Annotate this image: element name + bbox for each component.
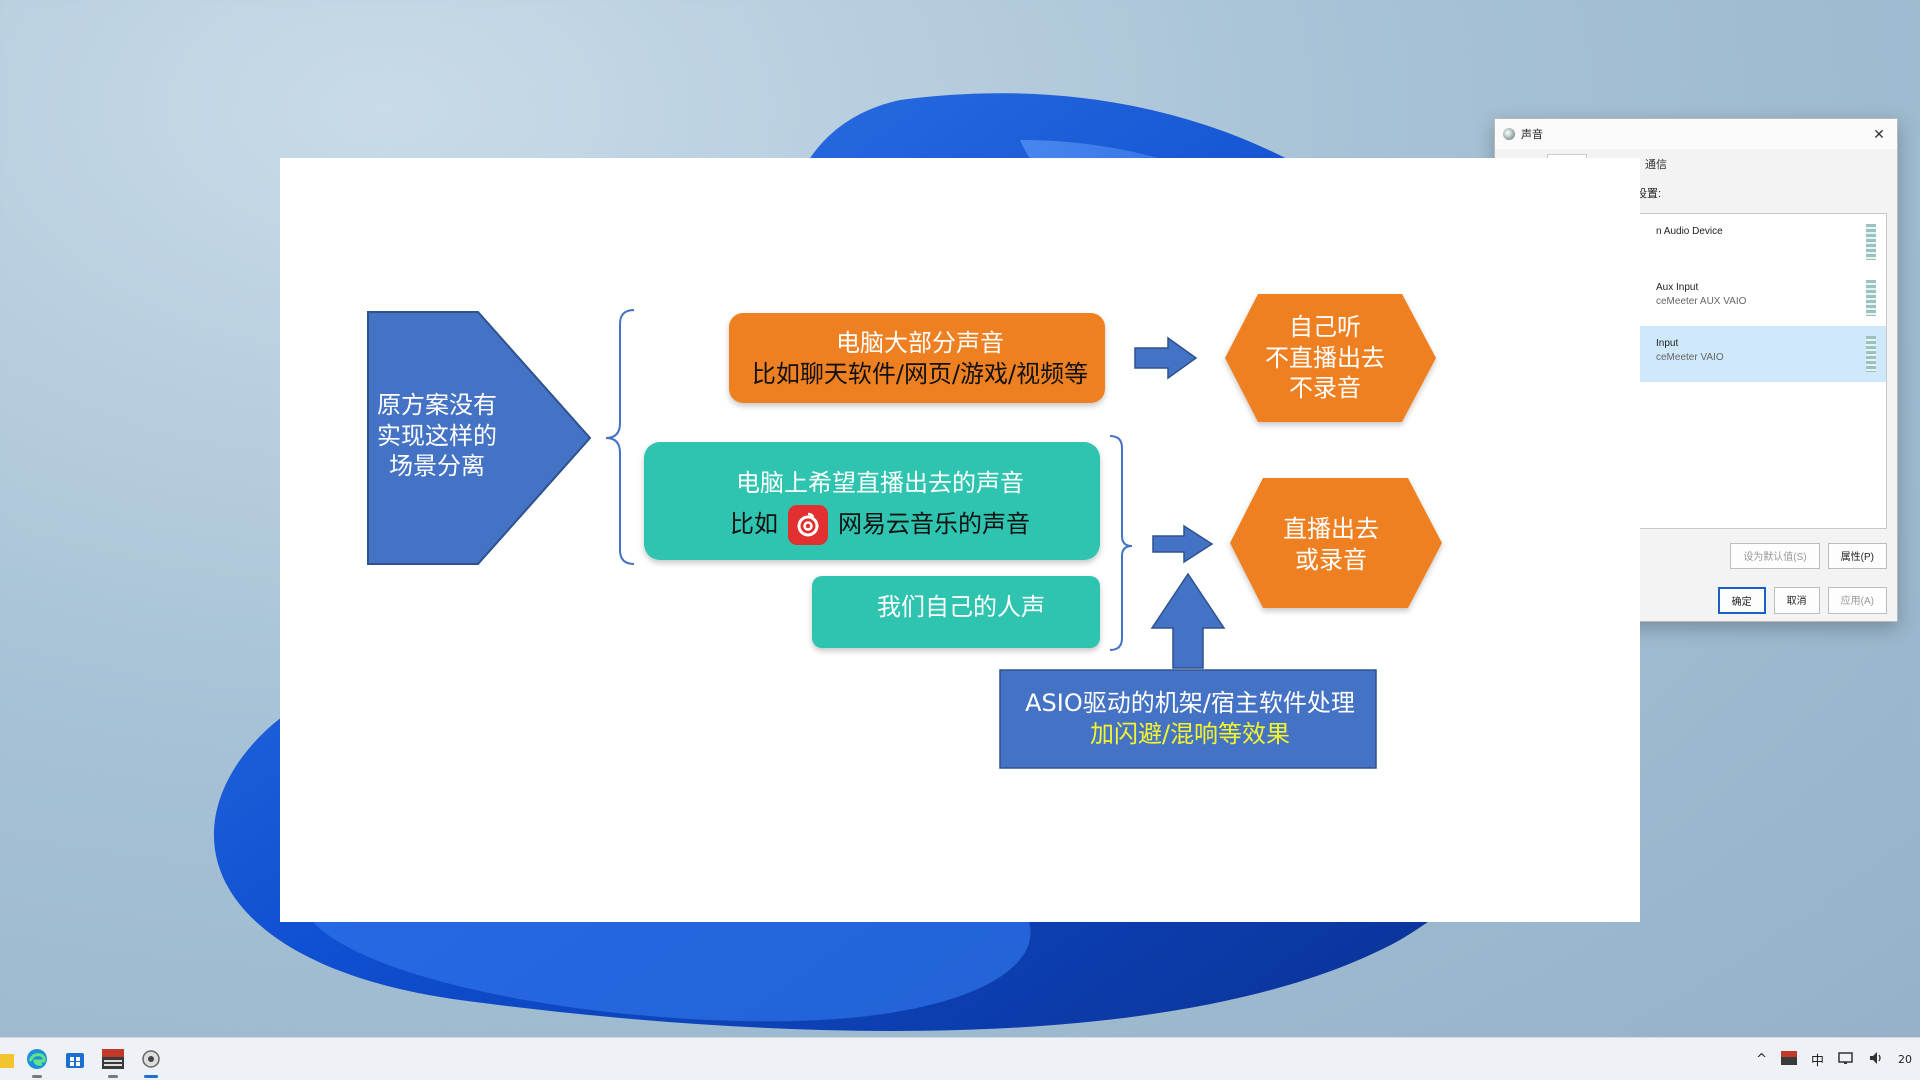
teal-top-label: 电脑上希望直播出去的声音 比如 网易云音乐的声音	[650, 468, 1110, 545]
edge-browser-icon[interactable]	[22, 1044, 52, 1078]
teal-line-2-pre: 比如	[730, 510, 778, 539]
level-meter	[1866, 280, 1876, 316]
volume-icon[interactable]	[1868, 1050, 1884, 1070]
taskbar: ^ 中 20	[0, 1037, 1920, 1080]
teal-bottom-label: 我们自己的人声	[877, 593, 1045, 621]
arrow-right-top	[1134, 336, 1198, 380]
teal-box-top	[644, 442, 1100, 560]
app-indicator	[32, 1075, 42, 1078]
orange-box	[729, 313, 1105, 403]
pentagon-shape	[367, 311, 592, 565]
device-name: n Audio Device	[1656, 226, 1723, 237]
teal-line-1: 电脑上希望直播出去的声音	[736, 469, 1024, 497]
close-icon[interactable]: ✕	[1873, 125, 1885, 142]
device-name: Aux Input	[1656, 282, 1699, 293]
netease-music-icon	[788, 504, 828, 545]
asio-label: ASIO驱动的机架/宿主软件处理 加闪避/混响等效果	[1000, 688, 1380, 749]
asio-line-2: 加闪避/混响等效果	[1089, 719, 1291, 748]
dialog-titlebar: 声音 ✕	[1495, 119, 1897, 149]
orange-line-1: 电脑大部分声音	[836, 329, 1004, 357]
arrow-right-bottom	[1152, 524, 1214, 564]
asio-box	[999, 669, 1377, 769]
device-name: Input	[1656, 338, 1679, 349]
hex-top-line: 不录音	[1289, 374, 1361, 403]
hexagon-top	[1225, 294, 1436, 422]
tab-communications[interactable]: 通信	[1645, 159, 1667, 171]
device-sub: ceMeeter AUX VAIO	[1656, 296, 1747, 307]
device-item[interactable]: Aux Input ceMeeter AUX VAIO	[1508, 270, 1886, 326]
hex-top-line: 不直播出去	[1265, 343, 1385, 372]
system-tray: ^ 中 20	[1756, 1038, 1920, 1080]
hex-bottom-line: 或录音	[1295, 545, 1367, 574]
pentagon-line: 实现这样的	[377, 421, 497, 450]
clock-date[interactable]: 20	[1898, 1053, 1912, 1066]
network-icon[interactable]	[1838, 1050, 1854, 1070]
ime-indicator[interactable]: 中	[1810, 1054, 1824, 1069]
speaker-icon	[1503, 128, 1515, 140]
slide-diagram	[367, 294, 1442, 769]
app-indicator	[108, 1075, 118, 1078]
presentation-slide: 原方案没有 实现这样的 场景分离 电脑大部分声音 比如聊天软件/网页/游戏/视频…	[280, 158, 1640, 922]
voicemeeter-tray-icon[interactable]	[1780, 1050, 1797, 1070]
hex-top-line: 自己听	[1289, 313, 1361, 341]
apply-button[interactable]: 应用(A)	[1827, 587, 1887, 614]
file-explorer-icon[interactable]	[0, 1044, 14, 1074]
teal-line-2-post: 网易云音乐的声音	[838, 510, 1030, 539]
set-default-button[interactable]: 设为默认值(S)	[1730, 543, 1820, 569]
cancel-button[interactable]: 取消	[1773, 587, 1820, 614]
sound-settings-icon[interactable]	[136, 1044, 166, 1078]
pentagon-line: 原方案没有	[377, 391, 497, 419]
properties-button[interactable]: 属性(P)	[1827, 543, 1887, 569]
voicemeeter-icon[interactable]	[98, 1044, 128, 1078]
teal-box-bottom	[812, 576, 1100, 648]
hex-bottom-label: 直播出去 或录音	[1236, 514, 1426, 575]
dialog-footer: 确定 取消 应用(A)	[1507, 587, 1887, 614]
ok-button[interactable]: 确定	[1717, 587, 1766, 614]
pentagon-label: 原方案没有 实现这样的 场景分离	[372, 390, 502, 482]
app-indicator-active	[144, 1075, 158, 1078]
level-meter	[1866, 336, 1876, 372]
hex-bottom-line: 直播出去	[1283, 515, 1379, 543]
level-meter	[1866, 224, 1876, 260]
right-brace	[1109, 435, 1133, 651]
device-item[interactable]: n Audio Device	[1508, 214, 1886, 270]
hexagon-bottom	[1230, 478, 1442, 608]
left-brace	[605, 309, 635, 565]
hex-top-label: 自己听 不直播出去 不录音	[1230, 312, 1420, 404]
store-icon[interactable]	[60, 1044, 90, 1074]
pentagon-line: 场景分离	[389, 452, 485, 481]
dialog-title: 声音	[1521, 129, 1543, 141]
orange-line-2: 比如聊天软件/网页/游戏/视频等	[751, 359, 1089, 388]
orange-box-label: 电脑大部分声音 比如聊天软件/网页/游戏/视频等	[730, 328, 1110, 389]
asio-line-1: ASIO驱动的机架/宿主软件处理	[1025, 689, 1355, 717]
device-sub: ceMeeter VAIO	[1656, 352, 1724, 363]
arrow-up	[1150, 572, 1226, 669]
chevron-up-icon[interactable]: ^	[1756, 1052, 1767, 1067]
teal-line-2: 比如 网易云音乐的声音	[650, 504, 1110, 545]
device-actions: 设为默认值(S) 属性(P)	[1507, 543, 1887, 569]
